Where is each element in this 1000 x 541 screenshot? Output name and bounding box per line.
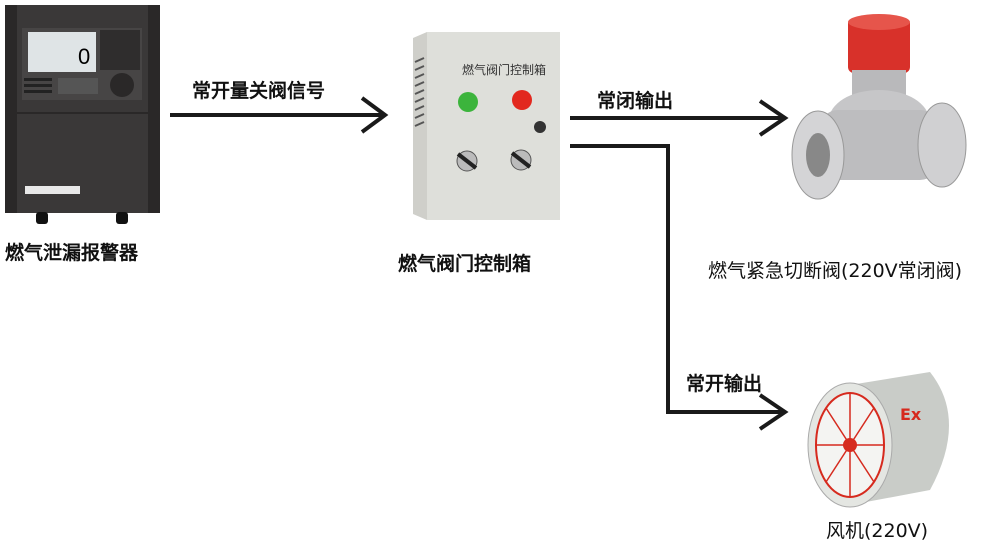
emergency-shutoff-valve-device xyxy=(791,14,967,200)
valve-label: 燃气紧急切断阀(220V常闭阀) xyxy=(708,260,963,282)
edge-label-nc-output: 常闭输出 xyxy=(597,90,674,112)
fan-label: 风机(220V) xyxy=(826,520,929,541)
alarm-indicator-light xyxy=(512,90,532,110)
edge-label-close-signal: 常开量关阀信号 xyxy=(192,80,326,102)
power-indicator-light xyxy=(458,92,478,112)
edge-box-to-valve xyxy=(570,99,789,137)
gas-leak-alarm-device: 0 xyxy=(5,5,160,224)
edge-box-to-fan xyxy=(570,144,789,431)
edge-alarm-to-box xyxy=(170,96,389,134)
explosion-proof-fan-device: Ex xyxy=(807,372,949,508)
alarm-label: 燃气泄漏报警器 xyxy=(5,242,139,264)
valve-control-box-device: 燃气阀门控制箱 xyxy=(413,32,560,220)
edge-label-no-output: 常开输出 xyxy=(686,373,763,395)
control-box-label: 燃气阀门控制箱 xyxy=(398,253,532,275)
key-lock-icon xyxy=(534,121,546,133)
fan-ex-mark: Ex xyxy=(900,405,922,424)
rotary-switch-right xyxy=(510,151,532,169)
rotary-switch-left xyxy=(456,152,478,170)
control-box-panel-title: 燃气阀门控制箱 xyxy=(462,62,546,77)
alarm-display-value: 0 xyxy=(78,44,90,69)
